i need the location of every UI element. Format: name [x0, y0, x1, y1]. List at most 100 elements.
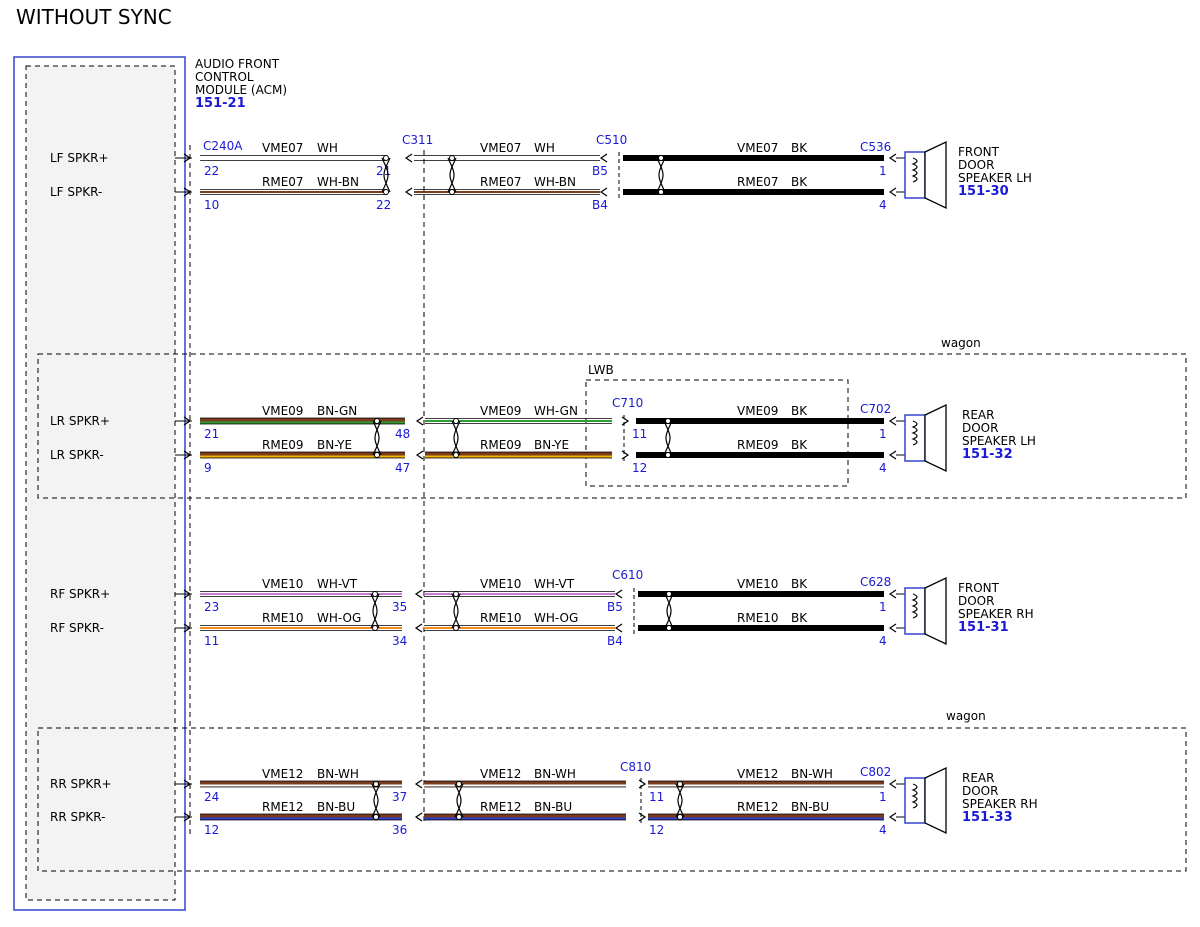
acm-arrow-lr-1: [183, 450, 192, 460]
c311-pin-lf-1: 22: [376, 198, 391, 212]
twist3-rf-top-ring: [666, 591, 672, 597]
twist1-lr-b: [374, 420, 382, 456]
wagon-region-bottom: [37, 727, 1187, 872]
c311-arrow-lr-1: [415, 450, 424, 460]
c311-arrow-rr-0: [414, 779, 423, 789]
mid-pin-rf-0: B5: [607, 600, 623, 614]
twist2-lf-top-ring: [449, 155, 455, 161]
mid-arrow-rf-0: [614, 589, 623, 599]
seg1-circuit-lr-0: VME09: [262, 404, 303, 418]
twist2-lf-bottom-ring: [449, 189, 455, 195]
end-arrow-rr-0: [888, 779, 897, 789]
acm-arrow-rf-1: [183, 623, 192, 633]
mid-pin-lf-0: B5: [592, 164, 608, 178]
twist2-rf-a: [451, 593, 459, 629]
c311-pin-rr-1: 36: [392, 823, 407, 837]
seg3-circuit-rr-1: RME12: [737, 800, 779, 814]
seg1-circuit-rr-1: RME12: [262, 800, 304, 814]
c311-arrow-lf-1: [404, 187, 413, 197]
mid-connector-label-rf: C610: [612, 568, 643, 582]
acm-arrow-rf-0: [183, 589, 192, 599]
seg1-circuit-rf-0: VME10: [262, 577, 303, 591]
c311-pin-rf-0: 35: [392, 600, 407, 614]
twist3-lf-top-ring: [658, 155, 664, 161]
seg1-circuit-rr-0: VME12: [262, 767, 303, 781]
mid-pin-lf-1: B4: [592, 198, 608, 212]
speaker-rf-cone-icon: [924, 576, 947, 646]
lwb-region: [585, 379, 849, 487]
seg3-circuit-lf-0: VME07: [737, 141, 778, 155]
twist1-lr-top-ring: [374, 418, 380, 424]
seg3-circuit-rf-1: RME10: [737, 611, 779, 625]
twist2-lf-b: [449, 157, 457, 193]
twist1-rf-top-ring: [372, 591, 378, 597]
acm-ref: 151-21: [195, 96, 246, 111]
seg1-color-rr-0: BN-WH: [317, 767, 359, 781]
mid-connector-label-lf: C510: [596, 133, 627, 147]
speaker-lr-name-line-2: SPEAKER LH: [962, 434, 1036, 448]
signal-label-lf-1: LF SPKR-: [50, 185, 102, 199]
twist3-lf-bottom-ring: [658, 189, 664, 195]
mid-arrow-lf-0: [599, 153, 608, 163]
seg2-circuit-rf-0: VME10: [480, 577, 521, 591]
twist1-rr-top-ring: [373, 781, 379, 787]
seg2-color-rr-0: BN-WH: [534, 767, 576, 781]
signal-label-lf-0: LF SPKR+: [50, 151, 109, 165]
twist2-rr-bottom-ring: [456, 814, 462, 820]
speaker-lr-name-line-0: REAR: [962, 408, 994, 422]
acm-arrow-lf-1: [183, 187, 192, 197]
mid-pin-lr-1: 12: [632, 461, 647, 475]
speaker-rr-cone-icon: [924, 766, 947, 835]
speaker-lr-coil-icon: [911, 420, 918, 446]
mid-arrow-lr-0: [621, 416, 630, 426]
end-pin-rr-0: 1: [879, 790, 887, 804]
twist3-rr-top-ring: [677, 781, 683, 787]
speaker-rf-name-line-1: DOOR: [958, 594, 994, 608]
twist2-lr-bottom-ring: [453, 452, 459, 458]
twist3-rr-b: [677, 783, 685, 818]
end-arrow-rf-1: [888, 623, 897, 633]
acm-pin-rr-0: 24: [204, 790, 219, 804]
acm-module-frame: [13, 56, 186, 911]
twist3-lf-b: [658, 157, 666, 193]
twist1-rr-b: [373, 783, 381, 818]
twist2-rr-b: [456, 783, 464, 818]
acm-pin-lf-1: 10: [204, 198, 219, 212]
end-connector-label-lr: C702: [860, 402, 891, 416]
acm-pin-lf-0: 22: [204, 164, 219, 178]
end-pin-lr-0: 1: [879, 427, 887, 441]
seg2-color-lr-0: WH-GN: [534, 404, 578, 418]
mid-arrow-rf-1: [614, 623, 623, 633]
seg1-color-rr-1: BN-BU: [317, 800, 355, 814]
seg3-color-lr-1: BK: [791, 438, 808, 452]
seg2-color-rr-1: BN-BU: [534, 800, 572, 814]
twist2-lr-top-ring: [453, 418, 459, 424]
wagon-label-bottom: wagon: [946, 709, 986, 723]
mid-arrow-lr-1: [621, 450, 630, 460]
end-connector-label-rr: C802: [860, 765, 891, 779]
speaker-lf-ref: 151-30: [958, 184, 1009, 199]
seg2-circuit-lf-0: VME07: [480, 141, 521, 155]
twist1-rf-b: [372, 593, 380, 629]
acm-pin-lr-1: 9: [204, 461, 212, 475]
twist1-lf-a: [381, 157, 389, 193]
seg3-circuit-rf-0: VME10: [737, 577, 778, 591]
seg3-color-rf-1: BK: [791, 611, 808, 625]
seg2-circuit-rf-1: RME10: [480, 611, 522, 625]
speaker-lr-ref: 151-32: [962, 447, 1013, 462]
twist2-rf-bottom-ring: [453, 625, 459, 631]
speaker-rf-ref: 151-31: [958, 620, 1009, 635]
end-pin-rf-1: 4: [879, 634, 887, 648]
seg3-color-rr-1: BN-BU: [791, 800, 829, 814]
acm-pin-lr-0: 21: [204, 427, 219, 441]
end-arrow-rr-1: [888, 812, 897, 822]
seg3-color-lf-1: BK: [791, 175, 808, 189]
mid-pin-rr-0: 11: [649, 790, 664, 804]
acm-name-line-2: CONTROL: [195, 70, 254, 84]
twist2-rf-b: [453, 593, 461, 629]
acm-arrow-lr-0: [183, 416, 192, 426]
seg3-color-lf-0: BK: [791, 141, 808, 155]
twist2-lf-a: [447, 157, 455, 193]
acm-pin-rr-1: 12: [204, 823, 219, 837]
seg3-circuit-lr-0: VME09: [737, 404, 778, 418]
